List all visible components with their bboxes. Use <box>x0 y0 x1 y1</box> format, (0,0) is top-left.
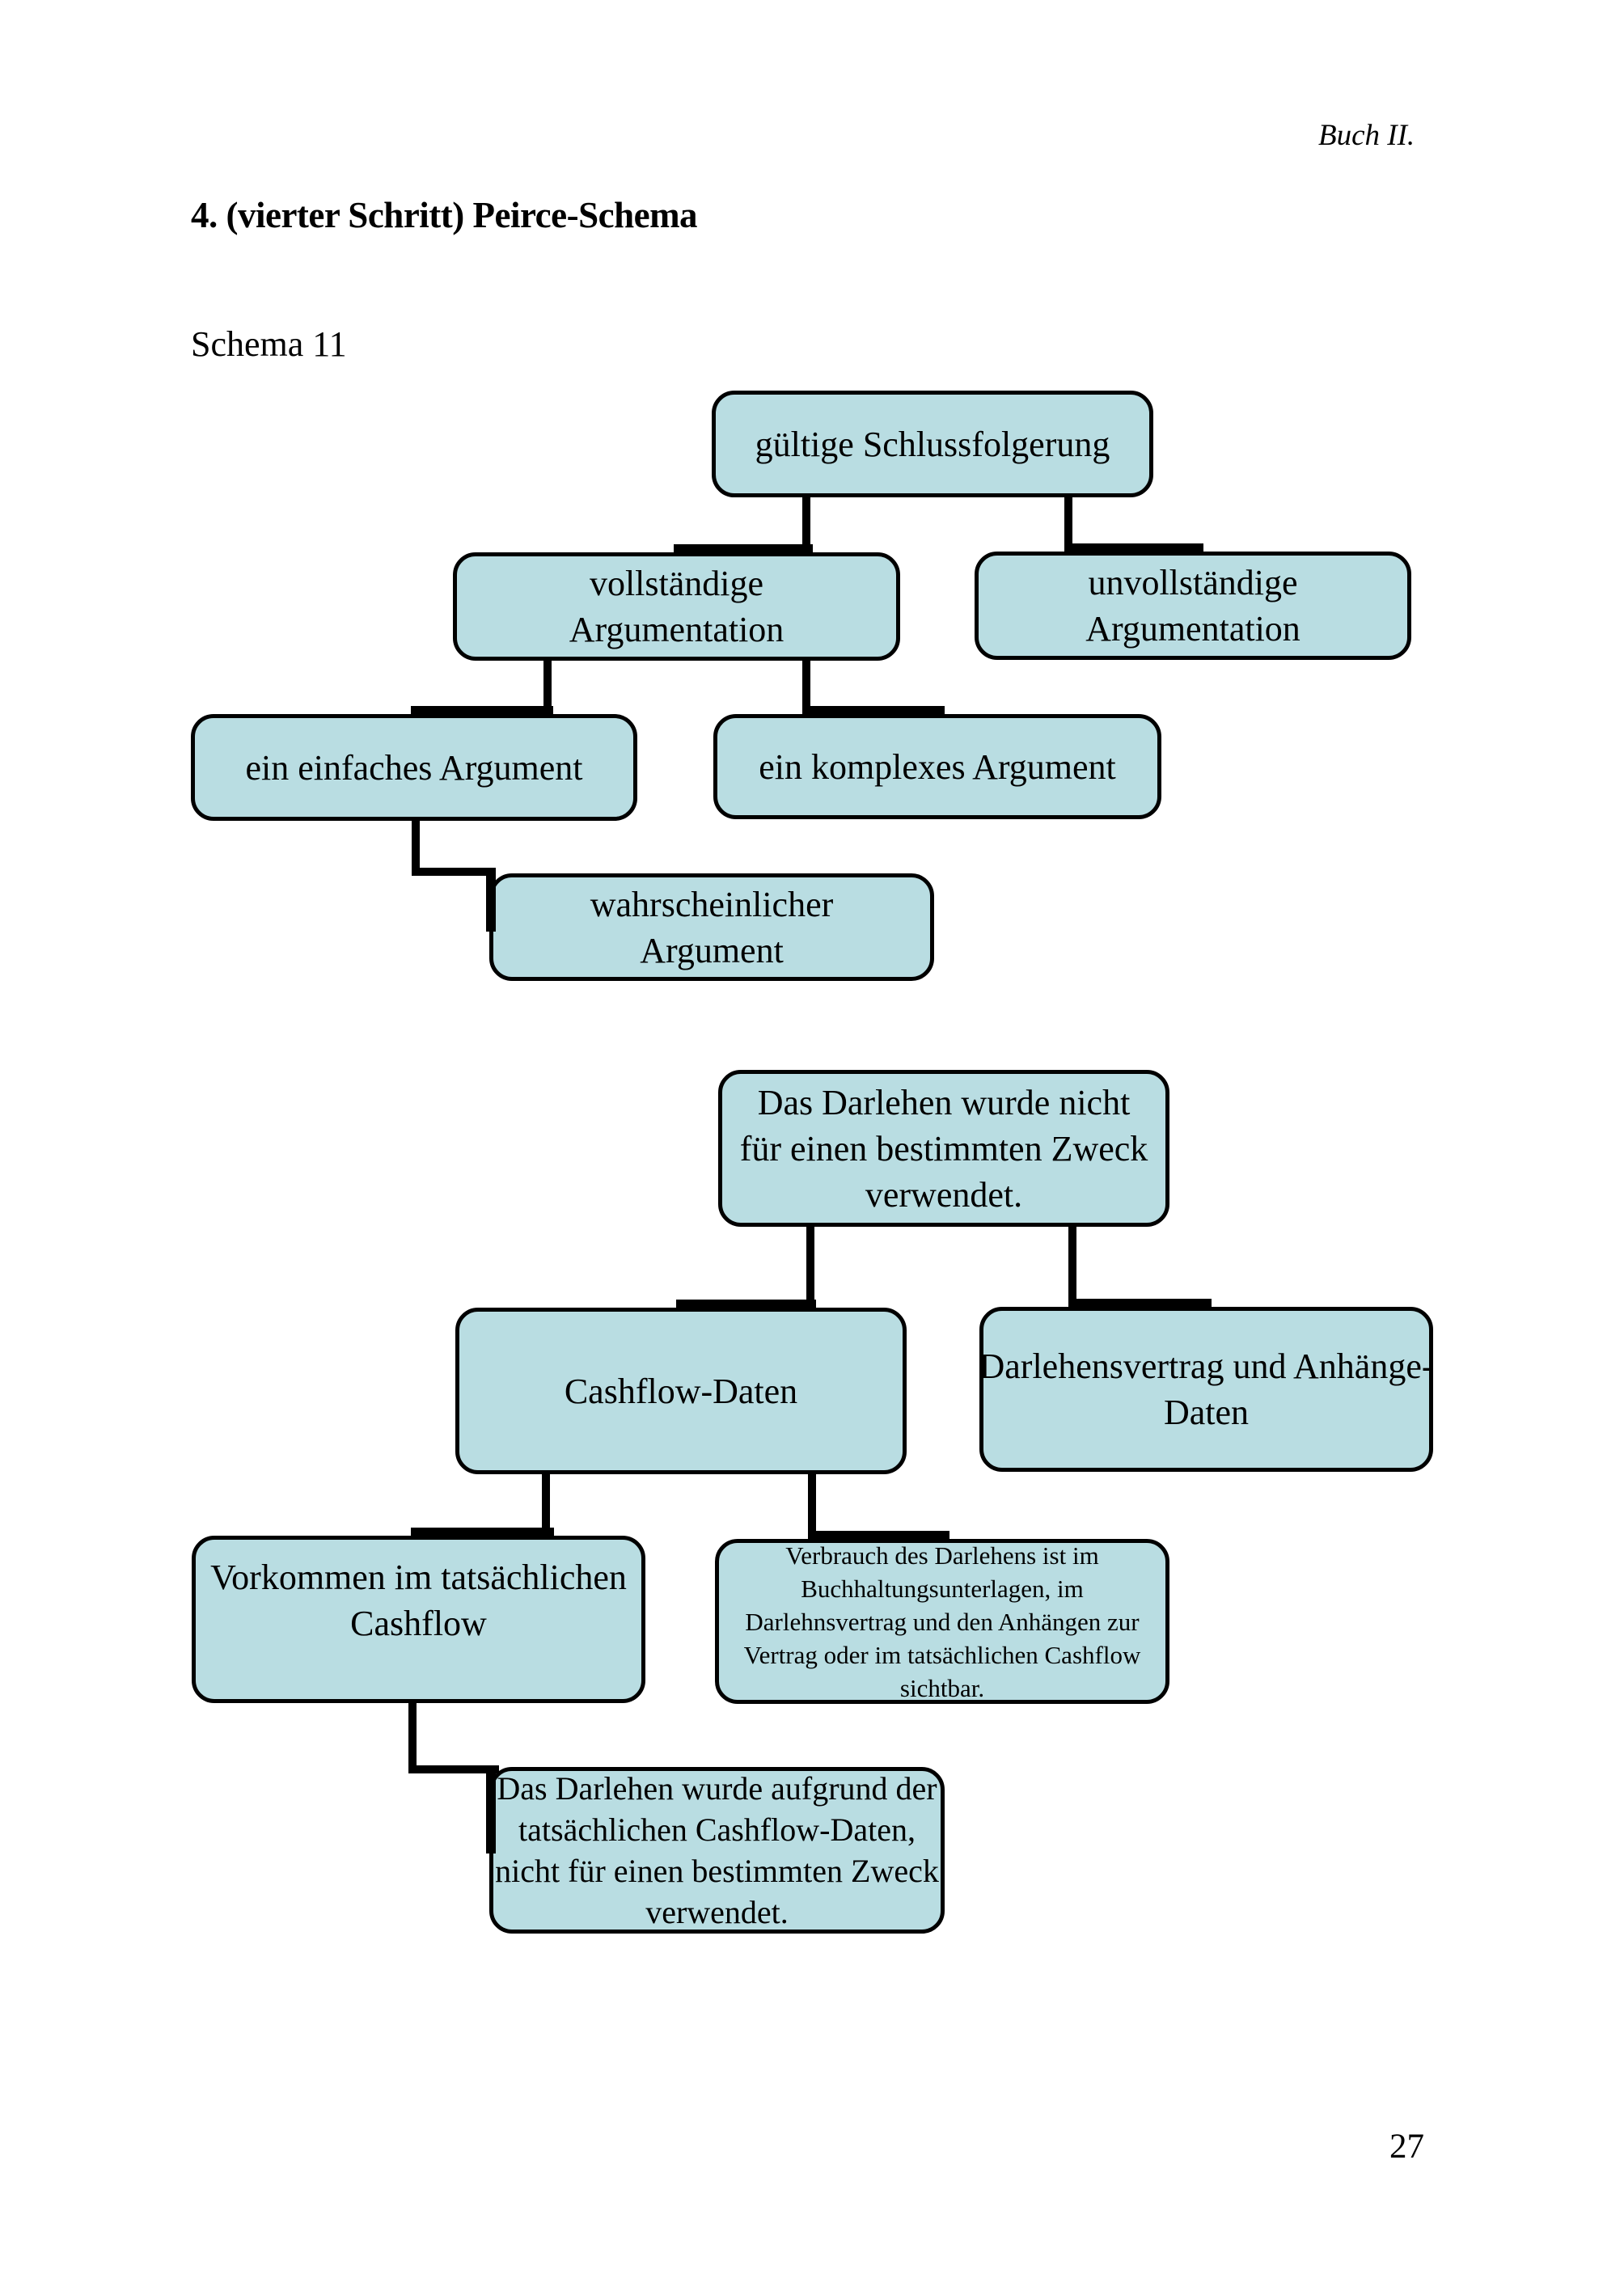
node-text: unvollständige <box>1088 563 1298 602</box>
edge-vollstaendige-einfaches-vertical <box>543 657 552 717</box>
edge-cashflow-verbrauch-vertical <box>808 1471 816 1542</box>
edge-stub-komplexes-top <box>802 706 945 716</box>
node-text: sichtbar. <box>899 1673 985 1702</box>
node-text: Vorkommen im tatsächlichen <box>210 1558 627 1597</box>
node-text: Verbrauch des Darlehens ist im <box>785 1541 1099 1570</box>
edge-stub-vollstaendige-top <box>674 544 813 554</box>
node-text: ein einfaches Argument <box>245 747 583 788</box>
node-text: Argumentation <box>569 610 785 649</box>
edge-stub-vorkommen-top <box>411 1528 554 1537</box>
edge-stub-verbrauch-top <box>808 1531 949 1541</box>
node-text: verwendet. <box>865 1174 1023 1215</box>
edge-cashflow-vorkommen-vertical <box>542 1471 550 1539</box>
node-text: Darlehensvertrag und Anhänge- <box>979 1346 1434 1386</box>
node-gueltige-schlussfolgerung: gültige Schlussfolgerung <box>712 391 1153 497</box>
node-text: wahrscheinlicher <box>590 884 834 924</box>
edge-stub-unvollstaendige-top <box>1064 543 1203 553</box>
node-text: vollständige <box>589 564 764 603</box>
edge-einfaches-wahrscheinlicher-vertical <box>412 818 420 876</box>
schema-label: Schema 11 <box>191 324 347 364</box>
node-text: Cashflow-Daten <box>564 1371 798 1411</box>
page-number: 27 <box>1389 2128 1424 2166</box>
edge-stub-darlehensvertrag-top <box>1068 1299 1212 1308</box>
node-vorkommen-cashflow: Vorkommen im tatsächlichen Cashflow <box>192 1536 645 1703</box>
node-unvollstaendige-argumentation: unvollständige Argumentation <box>975 552 1411 660</box>
edge-stub-cashflow-top <box>676 1300 816 1309</box>
node-text: für einen bestimmten Zweck <box>739 1128 1148 1169</box>
node-text: verwendet. <box>645 1894 789 1930</box>
node-ein-einfaches-argument: ein einfaches Argument <box>191 714 637 821</box>
node-wahrscheinlicher-argument: wahrscheinlicher Argument <box>489 873 934 981</box>
edge-stub-aufgrund-left <box>486 1768 496 1854</box>
node-text: Daten <box>1163 1393 1250 1432</box>
node-text: tatsächlichen Cashflow-Daten, <box>518 1811 916 1848</box>
edge-gueltige-vollstaendige-vertical <box>802 494 810 556</box>
node-text: Darlehnsvertrag und den Anhängen zur <box>745 1607 1140 1636</box>
node-text: gültige Schlussfolgerung <box>755 424 1110 464</box>
node-darlehensvertrag-anhaenge-daten: Darlehensvertrag und Anhänge- Daten <box>979 1307 1434 1472</box>
running-header: Buch II. <box>1318 119 1415 152</box>
node-text: Das Darlehen wurde aufgrund der <box>497 1770 937 1807</box>
node-verbrauch-sichtbar: Verbrauch des Darlehens ist im Buchhaltu… <box>715 1539 1169 1704</box>
page-title: 4. (vierter Schritt) Peirce-Schema <box>191 195 698 235</box>
edge-darlehen-darlehensvertrag-vertical <box>1068 1224 1076 1310</box>
node-darlehen-nicht-verwendet: Das Darlehen wurde nicht für einen besti… <box>718 1070 1169 1227</box>
node-text: Argument <box>640 930 784 970</box>
edge-darlehen-cashflow-vertical <box>806 1224 814 1311</box>
node-text: nicht für einen bestimmten Zweck <box>495 1853 939 1889</box>
edge-vorkommen-aufgrund-horizontal <box>408 1765 499 1773</box>
node-cashflow-daten: Cashflow-Daten <box>455 1308 907 1474</box>
node-darlehen-aufgrund-cashflow: Das Darlehen wurde aufgrund der tatsächl… <box>489 1767 945 1934</box>
edge-stub-einfaches-top <box>411 706 553 716</box>
edge-stub-wahrscheinlicher-left <box>486 870 496 932</box>
node-vollstaendige-argumentation: vollständige Argumentation <box>453 552 900 661</box>
edge-einfaches-wahrscheinlicher-horizontal <box>412 868 496 876</box>
edge-vorkommen-aufgrund-vertical <box>408 1700 417 1773</box>
node-ein-komplexes-argument: ein komplexes Argument <box>713 714 1161 819</box>
node-text: Das Darlehen wurde nicht <box>757 1082 1131 1122</box>
edge-vollstaendige-komplexes-vertical <box>802 657 810 717</box>
node-text: Argumentation <box>1085 609 1300 649</box>
edge-gueltige-unvollstaendige-vertical <box>1064 494 1072 555</box>
node-text: Vertrag oder im tatsächlichen Cashflow <box>743 1640 1141 1669</box>
node-text: Buchhaltungsunterlagen, im <box>801 1574 1084 1603</box>
node-text: Cashflow <box>350 1604 487 1643</box>
node-text: ein komplexes Argument <box>759 746 1116 787</box>
